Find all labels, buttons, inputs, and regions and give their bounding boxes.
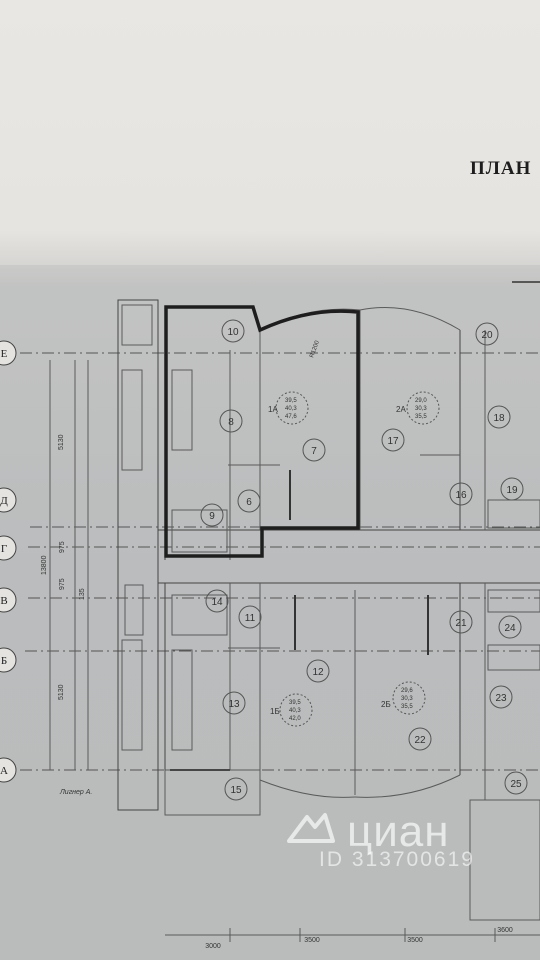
apartment-area: 39,5 [285, 398, 297, 404]
room-number: 22 [414, 735, 426, 746]
plan-title: ПЛАН [470, 158, 532, 179]
section-note: Лигнер А. [59, 789, 92, 796]
room-number: 24 [504, 623, 516, 634]
apartment-area: 47,6 [285, 414, 297, 420]
apartment-label: 1Б [270, 707, 280, 716]
cian-watermark: циан ID 313700619 [285, 805, 515, 875]
apartment-area: 29,0 [415, 398, 427, 404]
room-number: 23 [495, 693, 507, 704]
room-number: 19 [506, 485, 518, 496]
room-number: 14 [211, 597, 223, 608]
apartment-area: 42,0 [289, 716, 301, 722]
apartment-label: 2Б [381, 700, 391, 709]
room-number: 6 [246, 497, 252, 508]
dim-left-3: 975 [59, 541, 66, 553]
dim-bottom-2: 3500 [304, 937, 320, 944]
door-note: R1200 [309, 339, 321, 358]
apartment-label: 2А [396, 405, 406, 414]
dim-left-5: 135 [79, 588, 86, 600]
axis-label-d: Д [0, 495, 8, 507]
apartment-area: 40,3 [285, 406, 297, 412]
dim-bottom-4: 3600 [497, 927, 513, 934]
apartment-area: 35,5 [415, 414, 427, 420]
room-number: 9 [209, 511, 215, 522]
apartment-highlight-outline [164, 305, 360, 558]
room-number: 8 [228, 417, 234, 428]
room-number: 7 [311, 446, 317, 457]
watermark-id: ID 313700619 [319, 848, 475, 871]
watermark-brand: циан [347, 807, 450, 856]
room-number: 11 [245, 613, 256, 624]
dim-left-2: 13800 [41, 555, 48, 575]
apartment-label: 1А [268, 405, 278, 414]
apartment-area: 39,5 [289, 700, 301, 706]
room-number: 25 [510, 779, 522, 790]
room-number: 15 [230, 785, 242, 796]
room-number: 18 [493, 413, 505, 424]
axis-label-e: Е [1, 348, 8, 360]
axis-label-v: В [0, 595, 7, 607]
apartment-area: 30,3 [415, 406, 427, 412]
room-number: 10 [227, 327, 239, 338]
axis-label-g: Г [1, 543, 7, 555]
axis-label-b: Б [1, 655, 7, 667]
phone-shadow [0, 265, 540, 960]
apartment-area: 30,3 [401, 696, 413, 702]
room-number: 20 [481, 330, 493, 341]
room-number: 12 [312, 667, 324, 678]
dim-bottom-3: 3500 [407, 937, 423, 944]
dim-left-1: 5130 [58, 434, 65, 450]
room-number: 13 [228, 699, 240, 710]
room-number: 16 [455, 490, 467, 501]
cian-logo-icon [287, 813, 335, 843]
apartment-area: 29,6 [401, 688, 413, 694]
axis-label-a: А [0, 765, 8, 777]
apartment-area: 40,3 [289, 708, 301, 714]
apartment-area: 35,5 [401, 704, 413, 710]
room-number: 21 [455, 618, 467, 629]
dim-left-4: 975 [59, 578, 66, 590]
room-number: 17 [387, 436, 399, 447]
dim-bottom-1: 3000 [205, 943, 221, 950]
dim-left-6: 5130 [58, 684, 65, 700]
